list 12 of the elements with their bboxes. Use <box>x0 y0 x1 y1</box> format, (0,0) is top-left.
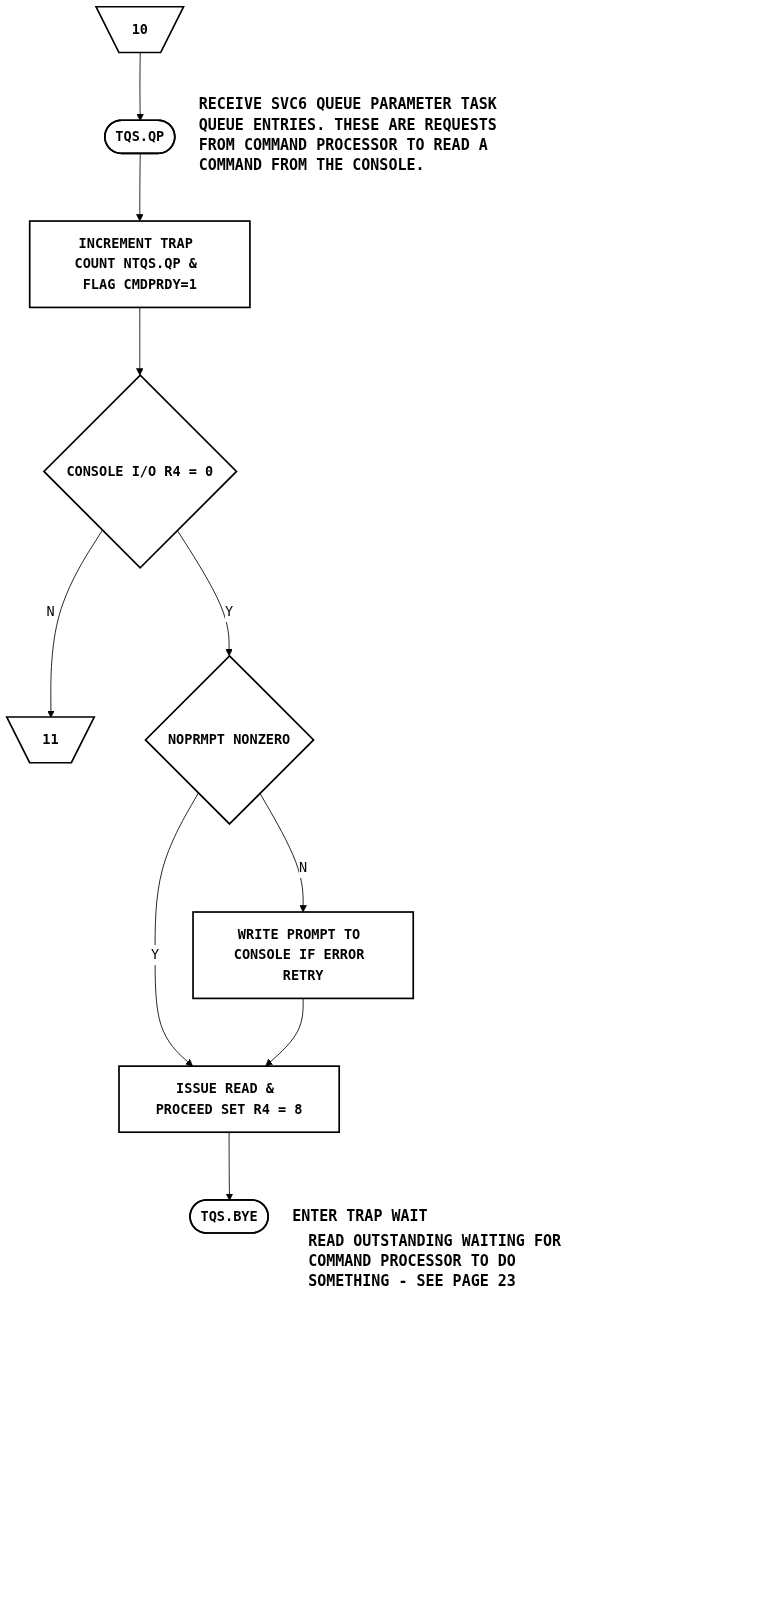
annotation-note: READ OUTSTANDING WAITING FOR COMMAND PROCESSOR TO DO SOMETHING - SEE PAGE 23 <box>308 1230 562 1292</box>
edge-label: Y <box>150 946 160 963</box>
edge-label: N <box>46 603 55 620</box>
annotation-note: ENTER TRAP WAIT <box>292 1206 429 1227</box>
node-diamond: NOPRMPT NONZERO <box>144 654 315 826</box>
node-box: INCREMENT TRAP COUNT NTQS.QP & FLAG CMDPRDY=1 <box>28 220 251 309</box>
node-box: ISSUE READ & PROCEED SET R4 = 8 <box>118 1065 341 1134</box>
edge-label: N <box>299 859 308 876</box>
annotation-note: RECEIVE SVC6 QUEUE PARAMETER TASK QUEUE ENTRIES. THESE ARE REQUESTS FROM COMMAND PROCESSOR TO READ A COMMAND FROM THE CONSOLE. <box>198 94 498 176</box>
edge-label: Y <box>225 603 234 620</box>
node-diamond: CONSOLE I/O R4 = 0 <box>42 374 238 569</box>
node-box: WRITE PROMPT TO CONSOLE IF ERROR RETRY <box>192 911 415 1000</box>
